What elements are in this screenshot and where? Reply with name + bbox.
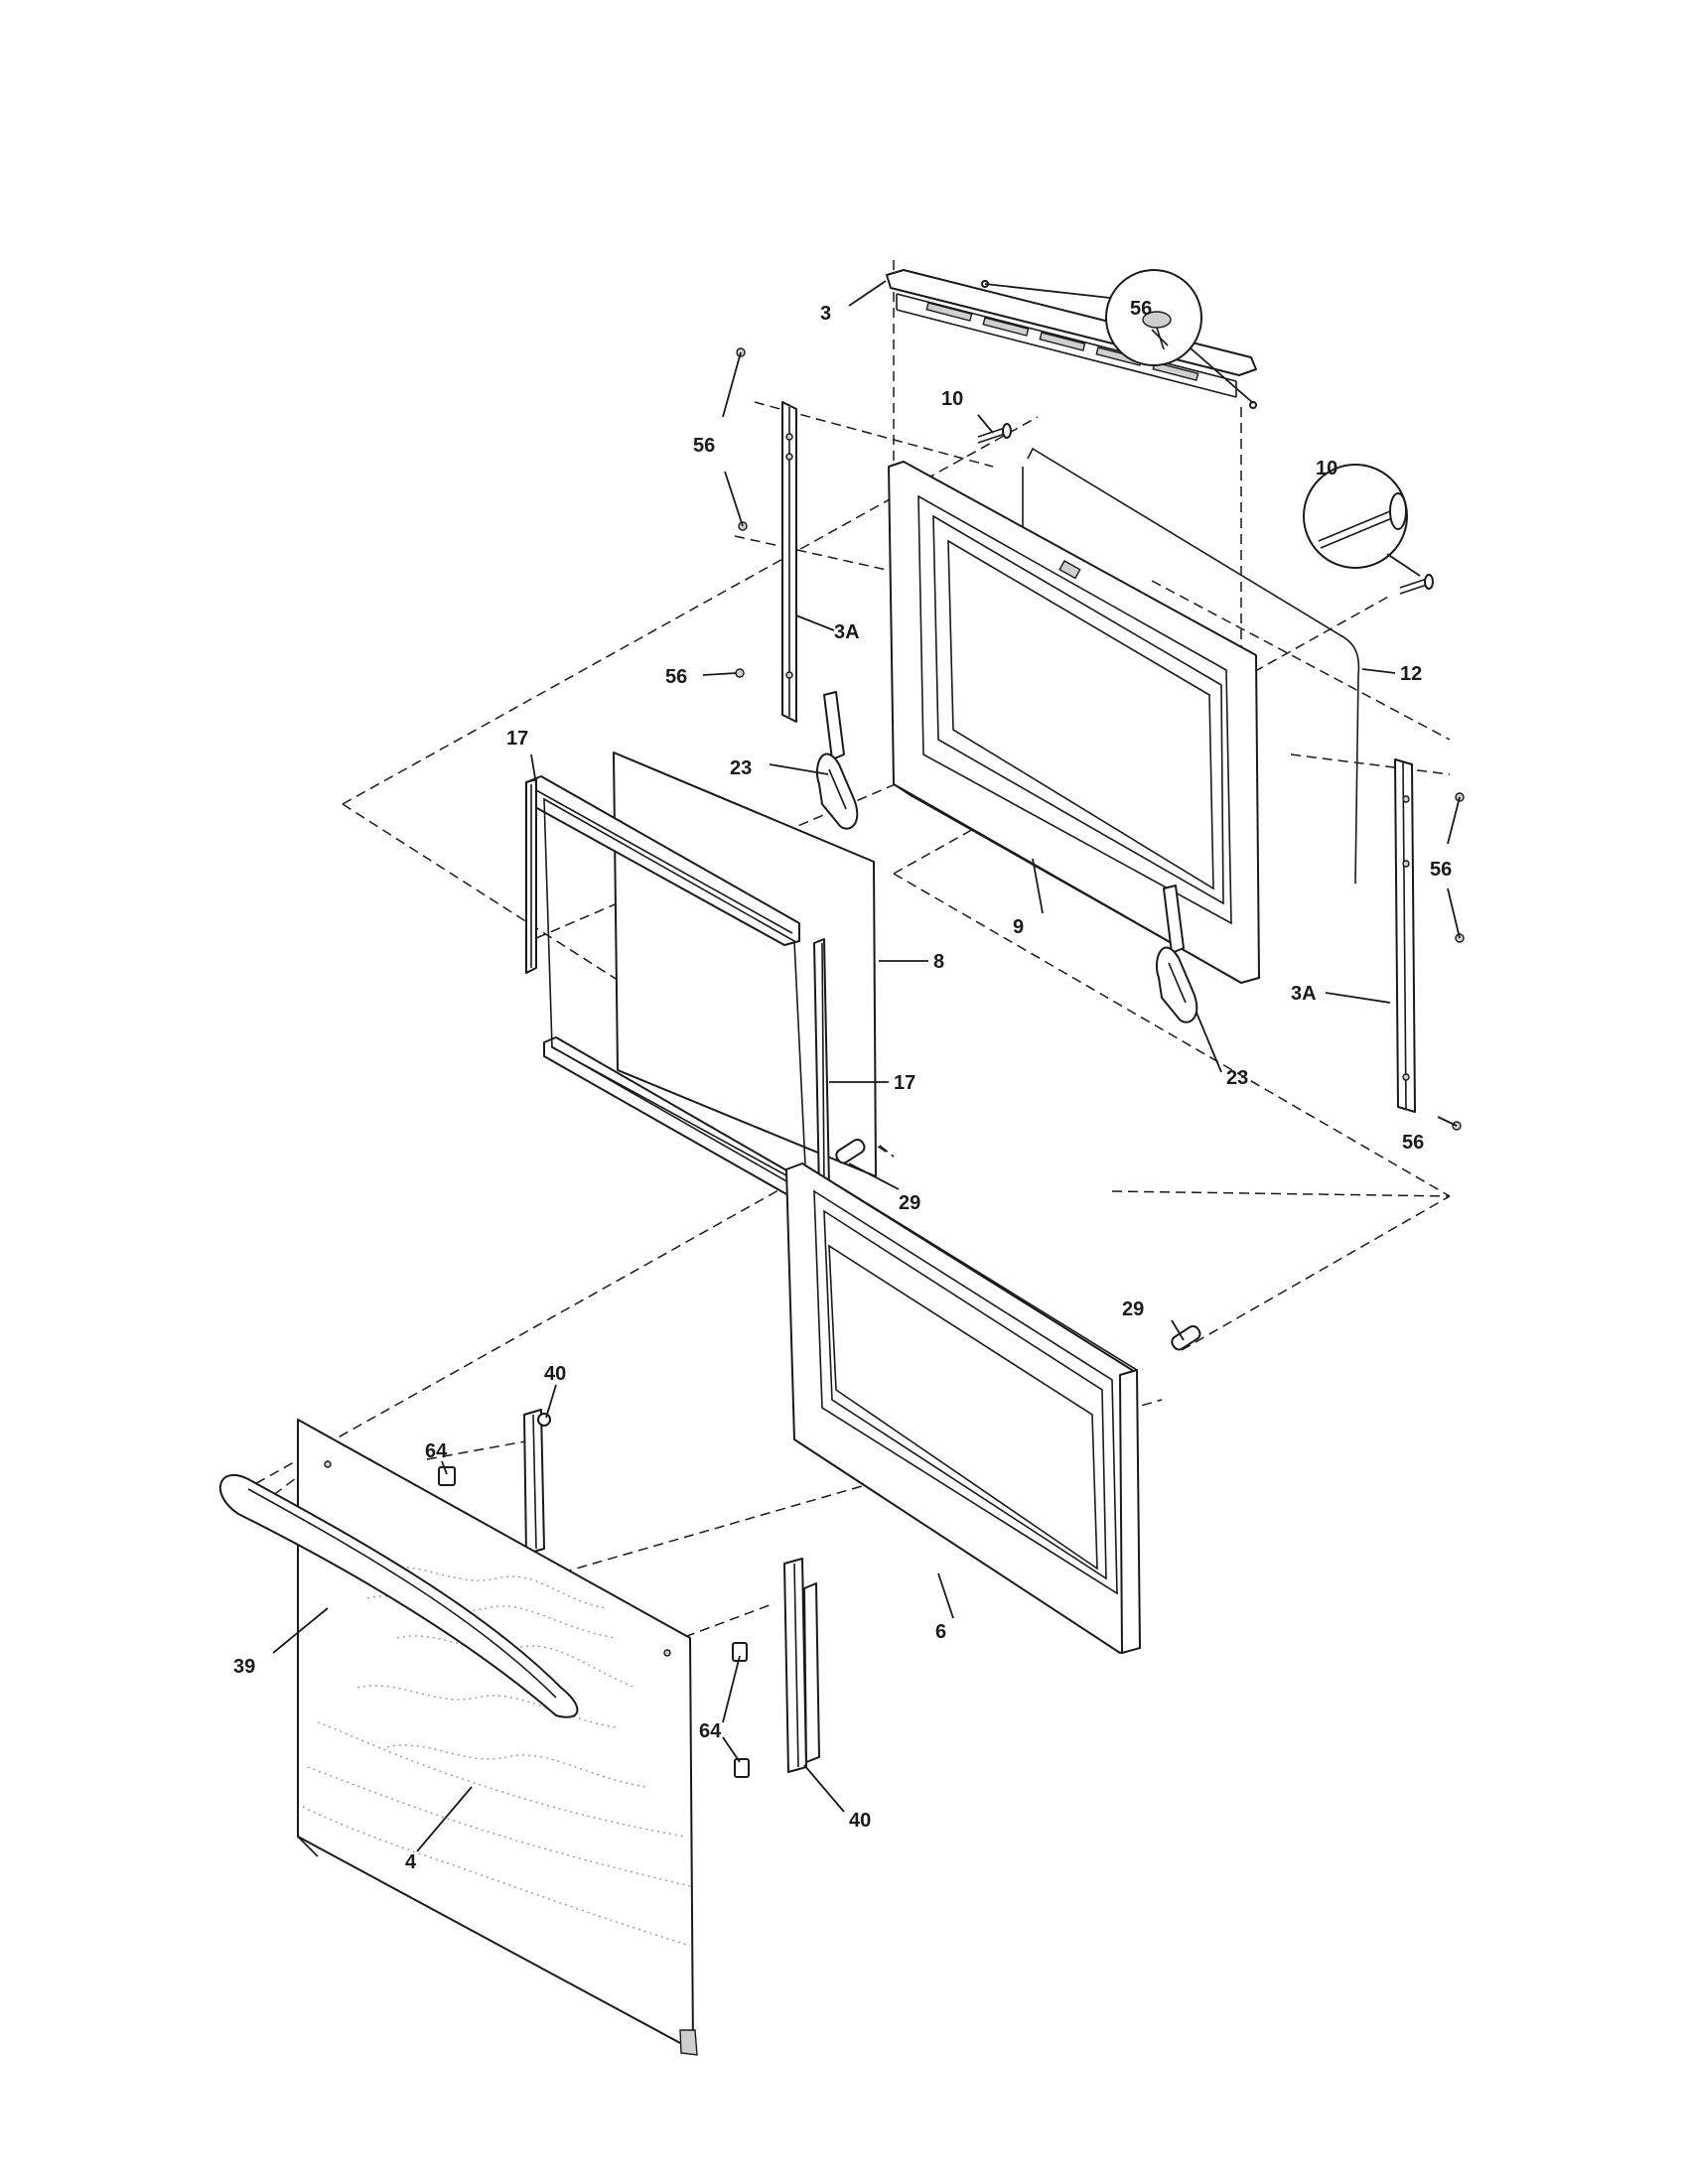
callout-17-left: 17 <box>506 728 528 750</box>
callout-6: 6 <box>935 1621 946 1643</box>
callout-56-zoom: 56 <box>1130 298 1152 320</box>
part-23-hinge-right <box>1155 885 1198 1024</box>
callout-56-left-mid: 56 <box>665 666 687 688</box>
part-9-inner-door-panel <box>888 461 1260 984</box>
callout-39: 39 <box>233 1656 255 1678</box>
callout-23-right: 23 <box>1226 1067 1248 1089</box>
part-40-bracket-bottom <box>783 1558 820 1773</box>
part-64-blocks <box>438 1466 750 1778</box>
part-3a-left-trim <box>781 401 797 723</box>
part-39-door-handle <box>219 1473 579 1718</box>
part-23-hinge-left <box>815 691 859 830</box>
label-leaders <box>272 280 1396 1852</box>
callout-3a-left: 3A <box>834 621 860 643</box>
callout-64-top: 64 <box>425 1440 448 1462</box>
callout-56-left-top: 56 <box>693 435 715 457</box>
callout-10-zoom: 10 <box>1316 458 1337 479</box>
part-3a-right-trim <box>1394 758 1416 1113</box>
callout-labels: 3 56 10 10 56 3A 12 56 17 23 56 9 3A 8 2… <box>233 298 1452 1873</box>
bolt-10-small <box>977 423 1434 595</box>
callout-10-top: 10 <box>941 388 963 410</box>
part-3-vent-trim <box>886 269 1257 398</box>
zoom-circle-bolt-10 <box>1303 464 1408 569</box>
callout-4: 4 <box>405 1851 417 1873</box>
part-4-outer-door-panel <box>297 1419 698 2056</box>
part-29-pins <box>835 1138 1201 1351</box>
callout-3a-right: 3A <box>1291 983 1317 1005</box>
zoom-circle-screw-56 <box>981 269 1257 409</box>
vent-slots <box>925 302 1199 381</box>
part-40-bracket-top <box>523 1409 551 1555</box>
callout-3: 3 <box>820 303 831 325</box>
callout-23-left: 23 <box>730 757 752 779</box>
callout-56-right-mid: 56 <box>1430 859 1452 881</box>
callout-29-right: 29 <box>1122 1298 1144 1320</box>
callout-56-right-bottom: 56 <box>1402 1132 1424 1154</box>
part-6-door-frame <box>785 1162 1141 1654</box>
callout-9: 9 <box>1013 916 1024 938</box>
callout-17-right: 17 <box>894 1072 915 1094</box>
callout-29-top: 29 <box>899 1192 920 1214</box>
callout-40-top: 40 <box>544 1363 566 1385</box>
callout-64-bottom: 64 <box>699 1720 722 1742</box>
callout-8: 8 <box>933 951 944 973</box>
callout-40-bottom: 40 <box>849 1810 871 1832</box>
callout-12: 12 <box>1400 663 1422 685</box>
part-17-glass-channels <box>525 775 830 1204</box>
